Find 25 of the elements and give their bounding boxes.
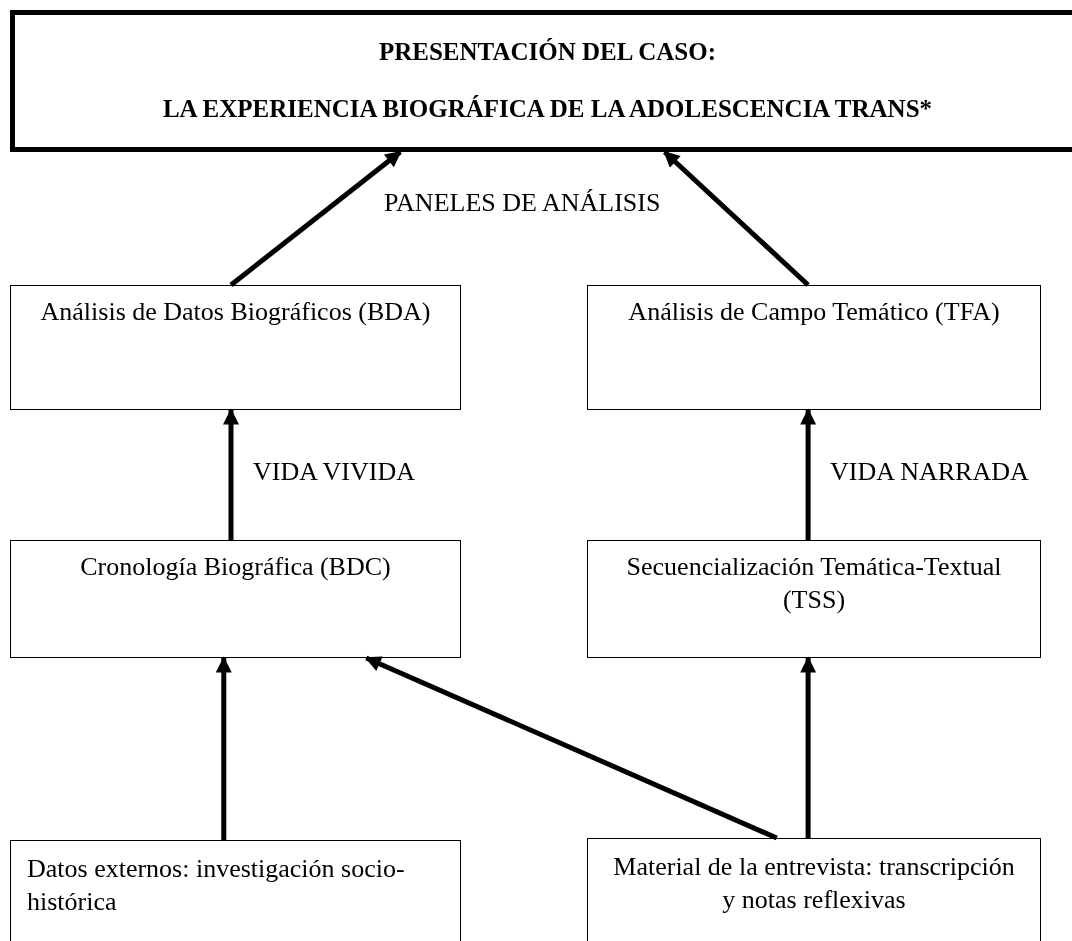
title-box <box>10 10 1072 152</box>
process-box <box>587 285 1041 410</box>
label-text: PANELES DE ANÁLISIS <box>384 188 661 218</box>
process-box <box>10 285 461 410</box>
heading-text: LA EXPERIENCIA BIOGRÁFICA DE LA ADOLESCENCIA TRANS* <box>162 94 933 124</box>
arrow <box>800 408 817 540</box>
process-box <box>587 540 1041 658</box>
process-box <box>10 840 461 941</box>
node-text: Cronología Biográfica (BDC) <box>80 551 391 583</box>
node-text: Secuencialización Temática-Textual (TSS) <box>625 551 1003 616</box>
arrow <box>364 655 778 841</box>
arrow <box>223 408 239 540</box>
node-text: Análisis de Campo Temático (TFA) <box>628 296 1000 328</box>
arrow <box>229 150 402 287</box>
arrow <box>800 656 817 838</box>
edge-label: VIDA NARRADA <box>830 457 1029 487</box>
heading-text: PRESENTACIÓN DEL CASO: <box>378 37 717 67</box>
node-text: Análisis de Datos Biográficos (BDA) <box>40 296 431 328</box>
arrow <box>215 656 232 840</box>
arrow <box>662 150 810 287</box>
edge-label: VIDA VIVIDA <box>253 457 415 487</box>
process-box <box>587 838 1041 941</box>
node-text: Material de la entrevista: transcripción y notas reflexivas <box>612 851 1016 916</box>
process-box <box>10 540 461 658</box>
node-text: Datos externos: investigación socio-histórica <box>27 853 406 918</box>
